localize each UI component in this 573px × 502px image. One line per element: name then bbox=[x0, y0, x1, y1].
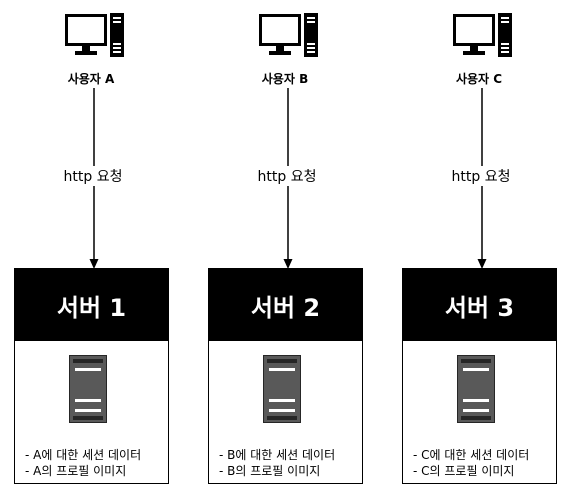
user-b-column: 사용자 B http 요청 서버 2 - B에 대한 세션 데이터 - B의 프… bbox=[207, 0, 367, 502]
user-label: 사용자 C bbox=[455, 72, 503, 86]
server-2-box: 서버 2 - B에 대한 세션 데이터 - B의 프로필 이미지 bbox=[208, 268, 363, 484]
list-item: - A에 대한 세션 데이터 bbox=[25, 448, 142, 462]
http-request-label: http 요청 bbox=[207, 166, 367, 186]
server-3-box: 서버 3 - C에 대한 세션 데이터 - C의 프로필 이미지 bbox=[402, 268, 557, 484]
list-item: - C에 대한 세션 데이터 bbox=[413, 448, 530, 462]
server-data-list: - B에 대한 세션 데이터 - B의 프로필 이미지 bbox=[219, 447, 335, 479]
desktop-computer-icon bbox=[453, 13, 512, 57]
list-item: - B에 대한 세션 데이터 bbox=[219, 448, 336, 462]
http-request-label: http 요청 bbox=[401, 166, 561, 186]
server-title: 서버 3 bbox=[403, 269, 556, 341]
user-c-column: 사용자 C http 요청 서버 3 - C에 대한 세션 데이터 - C의 프… bbox=[401, 0, 561, 502]
server-title: 서버 1 bbox=[15, 269, 168, 341]
server-title: 서버 2 bbox=[209, 269, 362, 341]
user-label: 사용자 A bbox=[67, 72, 115, 86]
list-item: - C의 프로필 이미지 bbox=[413, 464, 515, 478]
server-data-list: - C에 대한 세션 데이터 - C의 프로필 이미지 bbox=[413, 447, 529, 479]
server-data-list: - A에 대한 세션 데이터 - A의 프로필 이미지 bbox=[25, 447, 141, 479]
server-1-box: 서버 1 - A에 대한 세션 데이터 - A의 프로필 이미지 bbox=[14, 268, 169, 484]
server-rack-icon bbox=[457, 355, 495, 423]
desktop-computer-icon bbox=[65, 13, 124, 57]
user-a-column: 사용자 A http 요청 서버 1 - A에 대한 세션 데이터 - A의 프… bbox=[13, 0, 173, 502]
http-request-label: http 요청 bbox=[13, 166, 173, 186]
server-rack-icon bbox=[263, 355, 301, 423]
list-item: - A의 프로필 이미지 bbox=[25, 464, 127, 478]
desktop-computer-icon bbox=[259, 13, 318, 57]
user-label: 사용자 B bbox=[261, 72, 309, 86]
server-rack-icon bbox=[69, 355, 107, 423]
list-item: - B의 프로필 이미지 bbox=[219, 464, 321, 478]
